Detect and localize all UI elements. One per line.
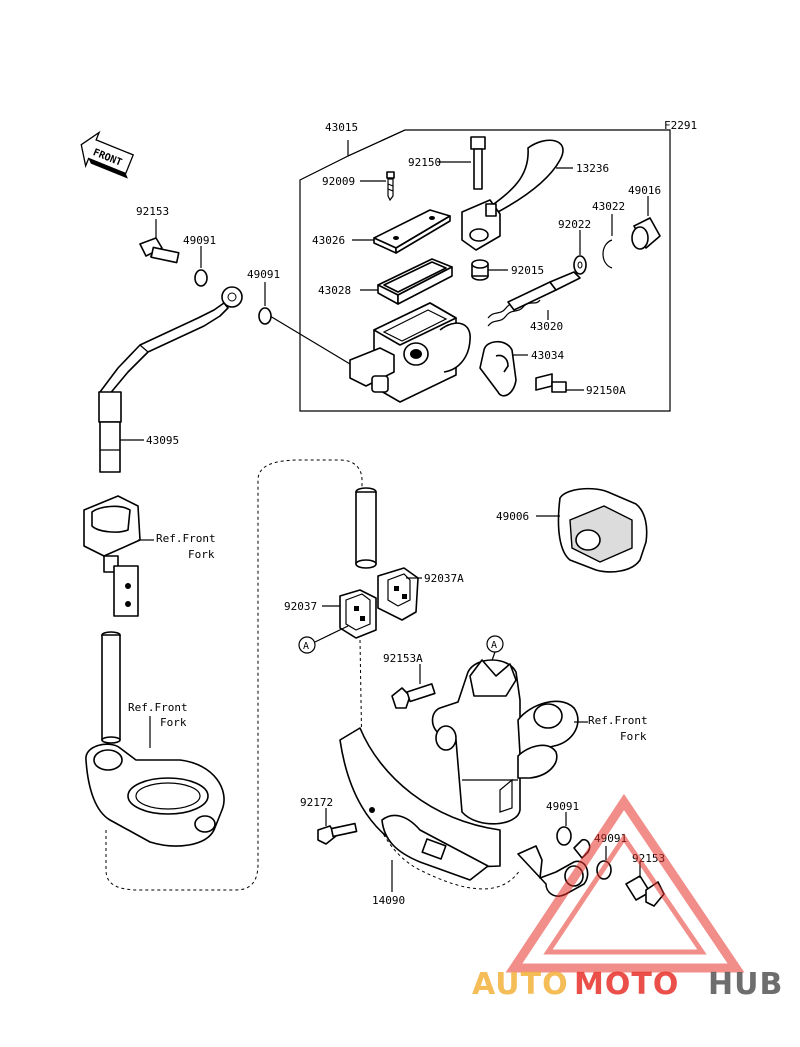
clip-92037A [377, 567, 419, 621]
ref-label-3a: Ref.Front [588, 714, 648, 727]
part-label-13236: 13236 [576, 162, 609, 175]
lower-hose [101, 631, 121, 744]
part-label-92037: 92037 [284, 600, 317, 613]
part-label-43026: 43026 [312, 234, 345, 247]
part-label-43034: 43034 [531, 349, 564, 362]
clamp-front-fork-1 [83, 495, 141, 617]
boot-49016 [631, 217, 661, 250]
piston-43020 [487, 271, 581, 327]
screw-92009 [386, 171, 395, 202]
part-label-92172: 92172 [300, 796, 333, 809]
washer-49091-a [194, 269, 208, 287]
part-label-92150: 92150 [408, 156, 441, 169]
mid-hose [355, 487, 377, 569]
circlip-43022 [602, 239, 613, 269]
washer-49091-b [258, 307, 272, 325]
fork-clamp-lower [85, 743, 225, 847]
part-label-43095: 43095 [146, 434, 179, 447]
watermark-logo: AUTO MOTO HUB [472, 793, 783, 1002]
callout-a-right-label: A [491, 640, 497, 651]
part-label-92022: 92022 [558, 218, 591, 231]
cap-43026 [373, 209, 451, 254]
part-label-49091-c: 49091 [546, 800, 579, 813]
assembly-box [299, 129, 671, 412]
boot-49006 [557, 487, 648, 573]
lever-13236 [461, 139, 564, 251]
part-label-49091-a: 49091 [183, 234, 216, 247]
watermark-text-hub: HUB [708, 967, 783, 1002]
part-label-43015: 43015 [325, 121, 358, 134]
part-label-92153-top: 92153 [136, 205, 169, 218]
watermark-text-auto: AUTO [472, 967, 569, 1002]
bushing-92015 [471, 259, 489, 281]
front-arrow-icon: FRONT [80, 130, 135, 179]
ref-label-2b: Fork [160, 716, 187, 729]
ref-label-2a: Ref.Front [128, 701, 188, 714]
part-label-92037A: 92037A [424, 572, 464, 585]
diaphragm-43028 [377, 258, 453, 305]
part-label-92153A: 92153A [383, 652, 423, 665]
hose-43095 [98, 286, 243, 473]
part-label-43028: 43028 [318, 284, 351, 297]
clip-92037 [339, 589, 377, 639]
caliper-body [431, 659, 579, 825]
bolt-92150A [535, 373, 567, 393]
part-label-92009: 92009 [322, 175, 355, 188]
bolt-92172 [317, 822, 358, 845]
part-label-49016: 49016 [628, 184, 661, 197]
guard-14090 [339, 727, 501, 881]
ref-label-3b: Fork [620, 730, 647, 743]
bolt-92153A [391, 683, 436, 709]
bolt-92153-top [139, 237, 180, 264]
part-label-49091-b: 49091 [247, 268, 280, 281]
part-label-92150A: 92150A [586, 384, 626, 397]
callout-a-left: A [298, 625, 349, 654]
holder-43034 [479, 340, 517, 397]
part-label-92015: 92015 [511, 264, 544, 277]
bolt-92150 [470, 136, 486, 190]
watermark-text-moto: MOTO [574, 967, 679, 1002]
ref-label-1a: Ref.Front [156, 532, 216, 545]
part-label-14090: 14090 [372, 894, 405, 907]
washer-92022 [573, 255, 587, 275]
ref-label-1b: Fork [188, 548, 215, 561]
part-label-43022: 43022 [592, 200, 625, 213]
figure-code: F2291 [664, 119, 697, 132]
part-label-49006: 49006 [496, 510, 529, 523]
part-label-43020: 43020 [530, 320, 563, 333]
callout-a-left-label: A [303, 641, 309, 652]
washer-49091-c [556, 826, 572, 846]
master-cylinder-body [349, 302, 471, 403]
